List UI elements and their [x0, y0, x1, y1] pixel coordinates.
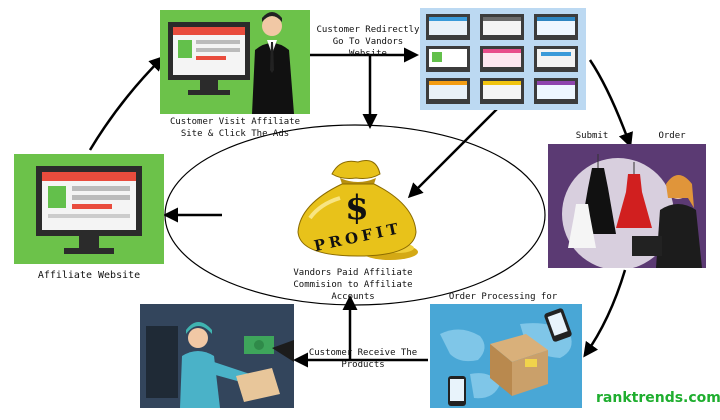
profit-caption: Vandors Paid Affiliate Commision to Affi…: [293, 268, 413, 302]
receive-panel: [140, 304, 294, 408]
edge-label-to-vendor: Customer Redirectly Go To Vandors Websit…: [316, 25, 420, 59]
order-panel: [548, 144, 706, 268]
arrow-vendor-to-order: [588, 59, 633, 148]
vendor-websites-grid-icon: [426, 14, 578, 104]
profit-dollar-symbol: $: [345, 188, 369, 228]
arrow-order-to-delivery: [583, 269, 627, 358]
edge-label-receive-products: Customer Receive The Products: [308, 348, 418, 370]
delivery-panel: [430, 304, 582, 408]
monitor-with-businessman-icon: [168, 12, 294, 114]
delivery-package-map-icon: [440, 308, 572, 406]
arrow-vendor-to-profit: [407, 107, 499, 199]
order-caption-left: Submit: [575, 131, 609, 141]
vendor-website-panel: [420, 8, 586, 110]
arrow-affiliate-to-visit: [88, 55, 165, 151]
affiliate-monitor-icon: [36, 166, 142, 254]
affiliate-visit-panel: [160, 10, 310, 114]
money-bag-icon: [297, 160, 418, 260]
shopping-dresses-woman-icon: [562, 154, 702, 268]
delivery-man-receive-icon: [140, 304, 294, 408]
brand-watermark: ranktrends.com: [596, 390, 720, 406]
order-caption-right: Order: [658, 131, 686, 141]
profit-bag: $ PROFIT: [280, 148, 430, 266]
affiliate-website-caption: Affiliate Website: [37, 270, 141, 281]
affiliate-website-panel: [14, 154, 164, 264]
affiliate-visit-caption: Customer Visit Affiliate Site & Click Th…: [169, 117, 301, 139]
